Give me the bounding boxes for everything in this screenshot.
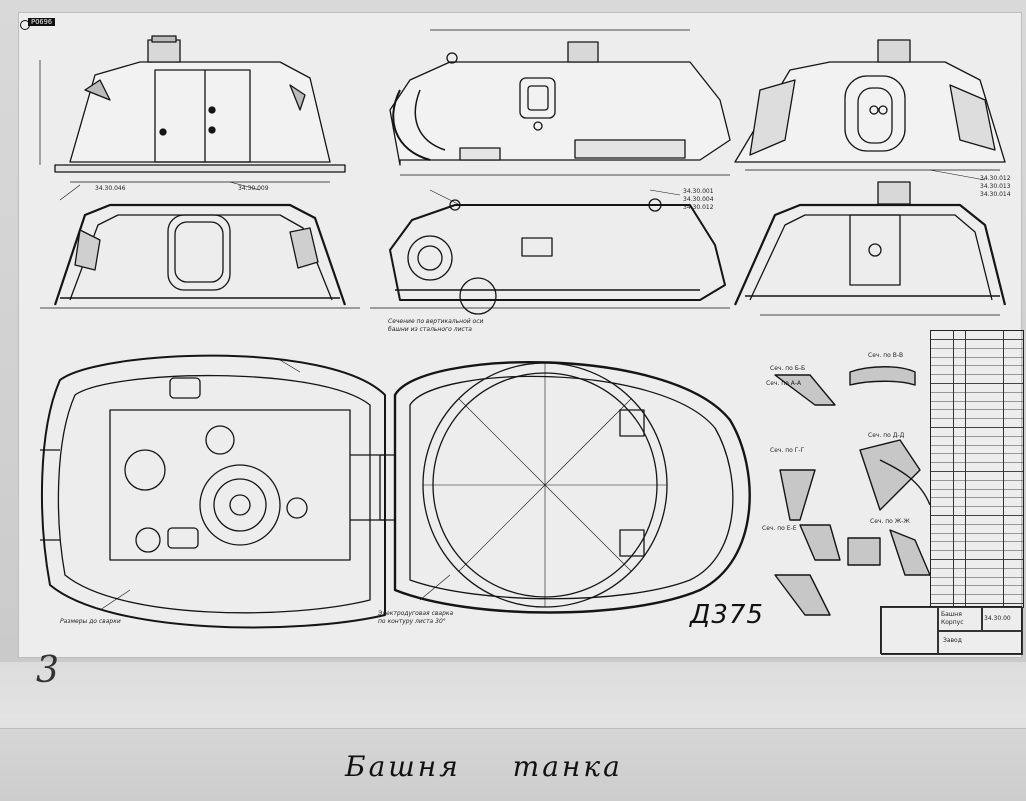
section-label: Сеч. по Ж-Ж <box>870 518 910 525</box>
caption-strip <box>0 728 1026 801</box>
turret-front-section <box>40 203 360 309</box>
section-label: Сеч. по В-В <box>868 352 904 359</box>
section-details <box>774 366 931 616</box>
part-label-rear-1: 34.30.012 <box>980 175 1011 182</box>
drawing-number: Д375 <box>690 600 764 630</box>
part-label-side-2: 34.30.004 <box>683 196 714 203</box>
title-block-cell <box>937 607 983 632</box>
weld-note-line: по контуру листа 30° <box>378 618 446 625</box>
parts-table-column <box>965 331 966 607</box>
section-label: Сеч. по Д-Д <box>868 432 905 439</box>
turret-bottom-section <box>379 360 751 614</box>
title-block-title: Башня <box>941 611 962 618</box>
title-block-cell <box>881 607 939 655</box>
parts-table-column <box>1003 331 1004 607</box>
weld-note-line: Электродуговая сварка <box>378 610 454 617</box>
part-label-rear-2: 34.30.013 <box>980 183 1011 190</box>
turret-side-view <box>389 29 731 176</box>
section-note: Сечение по вертикальной оси башни из ста… <box>388 318 483 334</box>
turret-rear-view <box>734 39 1006 171</box>
part-label-side-1: 34.30.001 <box>683 188 714 195</box>
top-section-note: Сеч. по А-А <box>766 380 802 387</box>
title-block-cell <box>937 630 1023 655</box>
sheet-code-label: PO696 <box>28 18 56 26</box>
part-label-side-3: 34.30.012 <box>683 204 714 211</box>
parts-list-table <box>930 330 1024 608</box>
section-label: Сеч. по Б-Б <box>770 365 806 372</box>
turret-rear-section <box>733 181 1007 316</box>
title-block-sheet-label: 34.30.00 <box>984 615 1011 622</box>
title-block-factory: Завод <box>943 637 962 644</box>
bottom-left-note: Размеры до сварки <box>60 618 121 625</box>
section-label: Сеч. по Г-Г <box>770 447 805 454</box>
part-label-front-1: 34.30.046 <box>95 185 126 192</box>
turret-plan-view <box>40 354 386 629</box>
part-label-rear-3: 34.30.014 <box>980 191 1011 198</box>
page-caption: Башня танка <box>345 750 623 783</box>
section-label: Сеч. по Е-Е <box>762 525 797 532</box>
title-block-subtitle: Корпус <box>941 619 964 626</box>
part-label-front-2: 34.30.009 <box>238 185 269 192</box>
section-note-line: башни из стального листа <box>388 326 472 333</box>
title-block-cell <box>981 607 1023 632</box>
turret-front-view <box>39 35 346 183</box>
parts-table-column <box>953 331 954 607</box>
title-block: Башня Корпус 34.30.00 Завод <box>880 606 1023 655</box>
page-number: 3 <box>36 650 59 691</box>
turret-side-section <box>370 198 730 315</box>
section-note-line: Сечение по вертикальной оси <box>388 318 484 325</box>
weld-note: Электродуговая сварка по контуру листа 3… <box>378 610 453 626</box>
